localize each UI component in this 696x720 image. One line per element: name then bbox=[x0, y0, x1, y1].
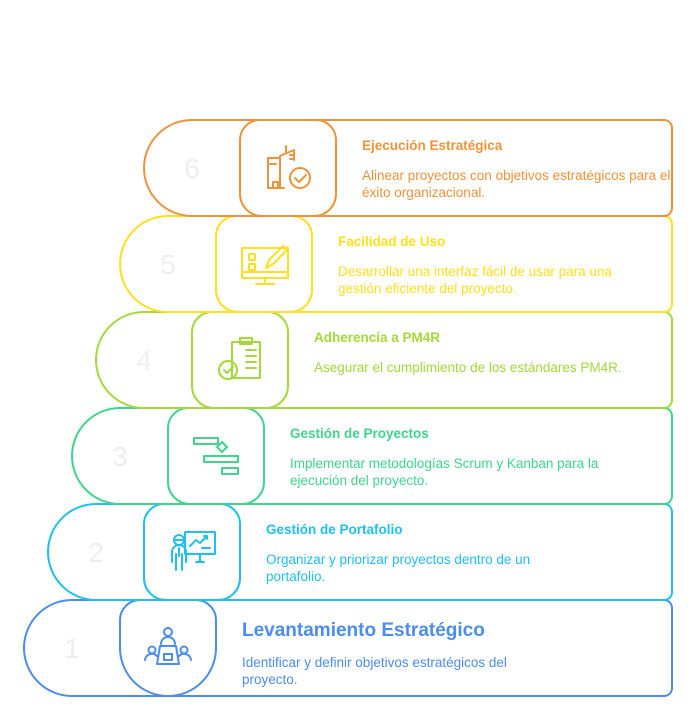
step-number: 1 bbox=[64, 633, 80, 664]
step-number: 2 bbox=[88, 537, 104, 568]
step-number: 4 bbox=[136, 345, 152, 376]
step-number: 6 bbox=[184, 153, 200, 184]
step-title: Ejecución Estratégica bbox=[362, 138, 503, 153]
step-title: Adherencia a PM4R bbox=[314, 330, 441, 345]
step-2-shape bbox=[47, 503, 673, 601]
step-1-shape bbox=[23, 599, 673, 698]
clipboard-check-icon bbox=[212, 332, 268, 388]
step-title: Facilidad de Uso bbox=[338, 234, 446, 249]
step-description: Identificar y definir objetivos estratég… bbox=[242, 655, 507, 687]
step-title: Gestión de Portafolio bbox=[266, 522, 403, 537]
meeting-table-icon bbox=[140, 620, 196, 676]
building-check-icon bbox=[260, 140, 316, 196]
step-description: Alinear proyectos con objetivos estratég… bbox=[362, 168, 671, 200]
step-description: Desarrollar una interfaz fácil de usar p… bbox=[338, 264, 612, 296]
step-description: Organizar y priorizar proyectos dentro d… bbox=[266, 552, 531, 584]
presenter-chart-icon bbox=[164, 524, 220, 580]
step-4-shape bbox=[95, 311, 673, 409]
step-description: Implementar metodologías Scrum y Kanban … bbox=[290, 456, 599, 488]
gantt-icon bbox=[188, 428, 244, 484]
monitor-edit-icon bbox=[236, 236, 292, 292]
step-5-shape bbox=[119, 215, 673, 313]
step-title: Gestión de Proyectos bbox=[290, 426, 429, 441]
step-number: 3 bbox=[112, 441, 128, 472]
step-4-text: Adherencia a PM4R Asegurar el cumplimient… bbox=[314, 330, 634, 376]
step-number: 5 bbox=[160, 249, 176, 280]
step-description: Asegurar el cumplimiento de los estándar… bbox=[314, 360, 622, 375]
step-title: Levantamiento Estratégico bbox=[242, 620, 485, 641]
step-6-shape bbox=[143, 119, 673, 217]
